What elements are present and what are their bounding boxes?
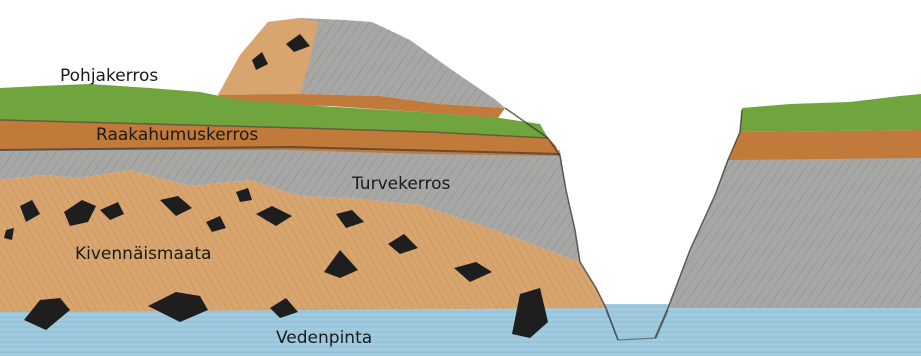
peat-texture-right	[668, 158, 921, 308]
label-humus-layer: Raakahumuskerros	[96, 127, 258, 144]
grass-layer-right	[740, 94, 921, 132]
label-mineral-layer: Kivennäismaata	[75, 246, 211, 263]
mound-humus-face	[218, 18, 318, 95]
label-peat-layer: Turvekerros	[352, 176, 450, 193]
water-texture	[0, 304, 921, 356]
label-water-level: Vedenpinta	[276, 330, 372, 347]
label-top-layer: Pohjakerros	[60, 68, 158, 85]
humus-layer-right	[728, 130, 921, 160]
